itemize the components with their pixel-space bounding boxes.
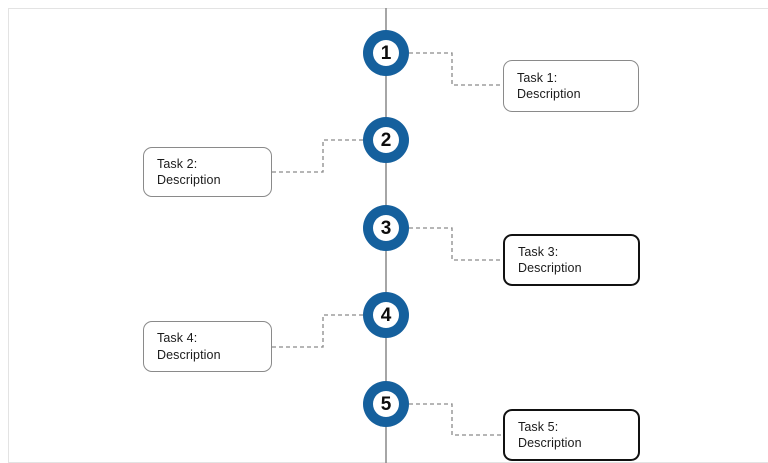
task-label-description-1: Description xyxy=(517,87,581,101)
connector-line-2 xyxy=(272,139,363,173)
connector-line-3 xyxy=(409,227,503,261)
task-label-title-3: Task 3: xyxy=(518,244,559,259)
task-label-description-2: Description xyxy=(157,173,221,187)
task-label-description-4: Description xyxy=(157,347,221,362)
node-inner-2 xyxy=(373,127,399,153)
connector-line-1 xyxy=(409,52,503,86)
node-number-2: 2 xyxy=(380,130,392,151)
task-box-5[interactable]: Task 5: Description xyxy=(503,409,640,461)
connector-line-5 xyxy=(409,403,503,436)
task-label-description-5: Description xyxy=(518,436,582,450)
node-inner-1 xyxy=(373,40,399,66)
task-box-4[interactable]: Task 4: Description xyxy=(143,321,272,372)
task-label-title-5: Task 5: xyxy=(518,419,559,434)
timeline-nodes xyxy=(363,30,409,427)
connector-lines xyxy=(272,52,503,436)
task-label-title-4: Task 4: xyxy=(157,331,198,345)
node-number-3: 3 xyxy=(380,218,392,239)
task-label-description-3: Description xyxy=(518,261,582,275)
task-label-title-2: Task 2: xyxy=(157,156,198,171)
task-box-3[interactable]: Task 3: Description xyxy=(503,234,640,286)
node-inner-3 xyxy=(373,215,399,241)
node-inner-5 xyxy=(373,391,399,417)
task-box-2[interactable]: Task 2: Description xyxy=(143,147,272,197)
node-number-5: 5 xyxy=(380,394,392,415)
task-label-title-1: Task 1: xyxy=(517,70,558,85)
node-inner-4 xyxy=(373,302,399,328)
task-box-1[interactable]: Task 1: Description xyxy=(503,60,639,112)
connector-line-4 xyxy=(272,314,363,348)
node-number-4: 4 xyxy=(380,305,392,326)
node-number-1: 1 xyxy=(380,43,392,64)
